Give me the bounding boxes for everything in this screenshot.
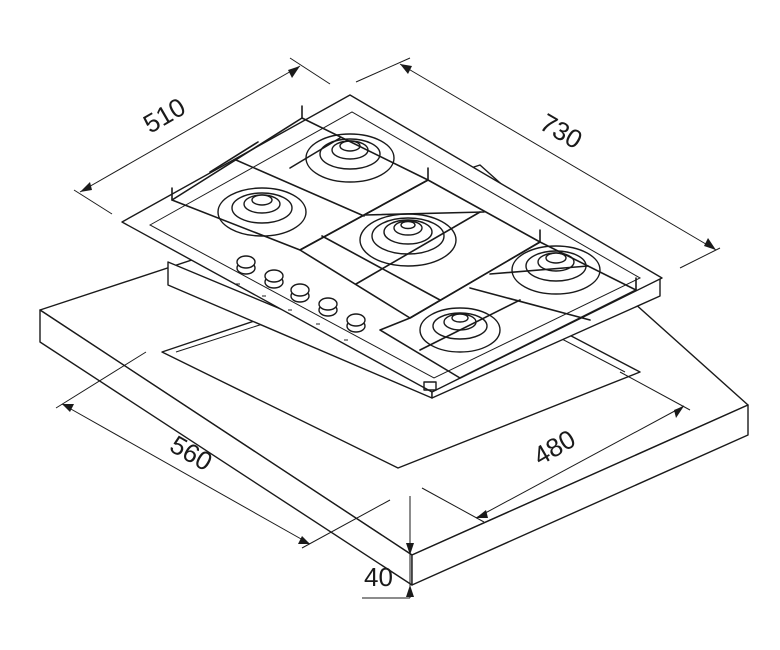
knob-3 bbox=[288, 283, 310, 311]
dim-label-510: 510 bbox=[138, 92, 191, 140]
knob-2 bbox=[262, 269, 284, 297]
hob-tray bbox=[148, 111, 642, 379]
knob-5 bbox=[344, 313, 366, 341]
brand-logo-plate bbox=[423, 381, 437, 391]
dim-label-40: 40 bbox=[364, 562, 393, 592]
dim-line-510 bbox=[79, 65, 301, 193]
dim-line-730 bbox=[399, 63, 717, 251]
dimension-lines bbox=[55, 57, 721, 599]
dim-line-480 bbox=[475, 405, 685, 519]
dim-line-560 bbox=[61, 403, 311, 545]
grate-right bbox=[379, 241, 637, 379]
hob bbox=[121, 94, 663, 399]
knob-1 bbox=[236, 255, 256, 285]
worktop-front-right-face bbox=[411, 404, 749, 586]
burner-rear-left bbox=[217, 187, 307, 237]
burner-wok-center bbox=[359, 213, 457, 267]
knob-4 bbox=[316, 297, 338, 325]
control-knobs bbox=[236, 255, 366, 341]
burner-right bbox=[511, 245, 601, 295]
pan-supports bbox=[171, 105, 637, 379]
